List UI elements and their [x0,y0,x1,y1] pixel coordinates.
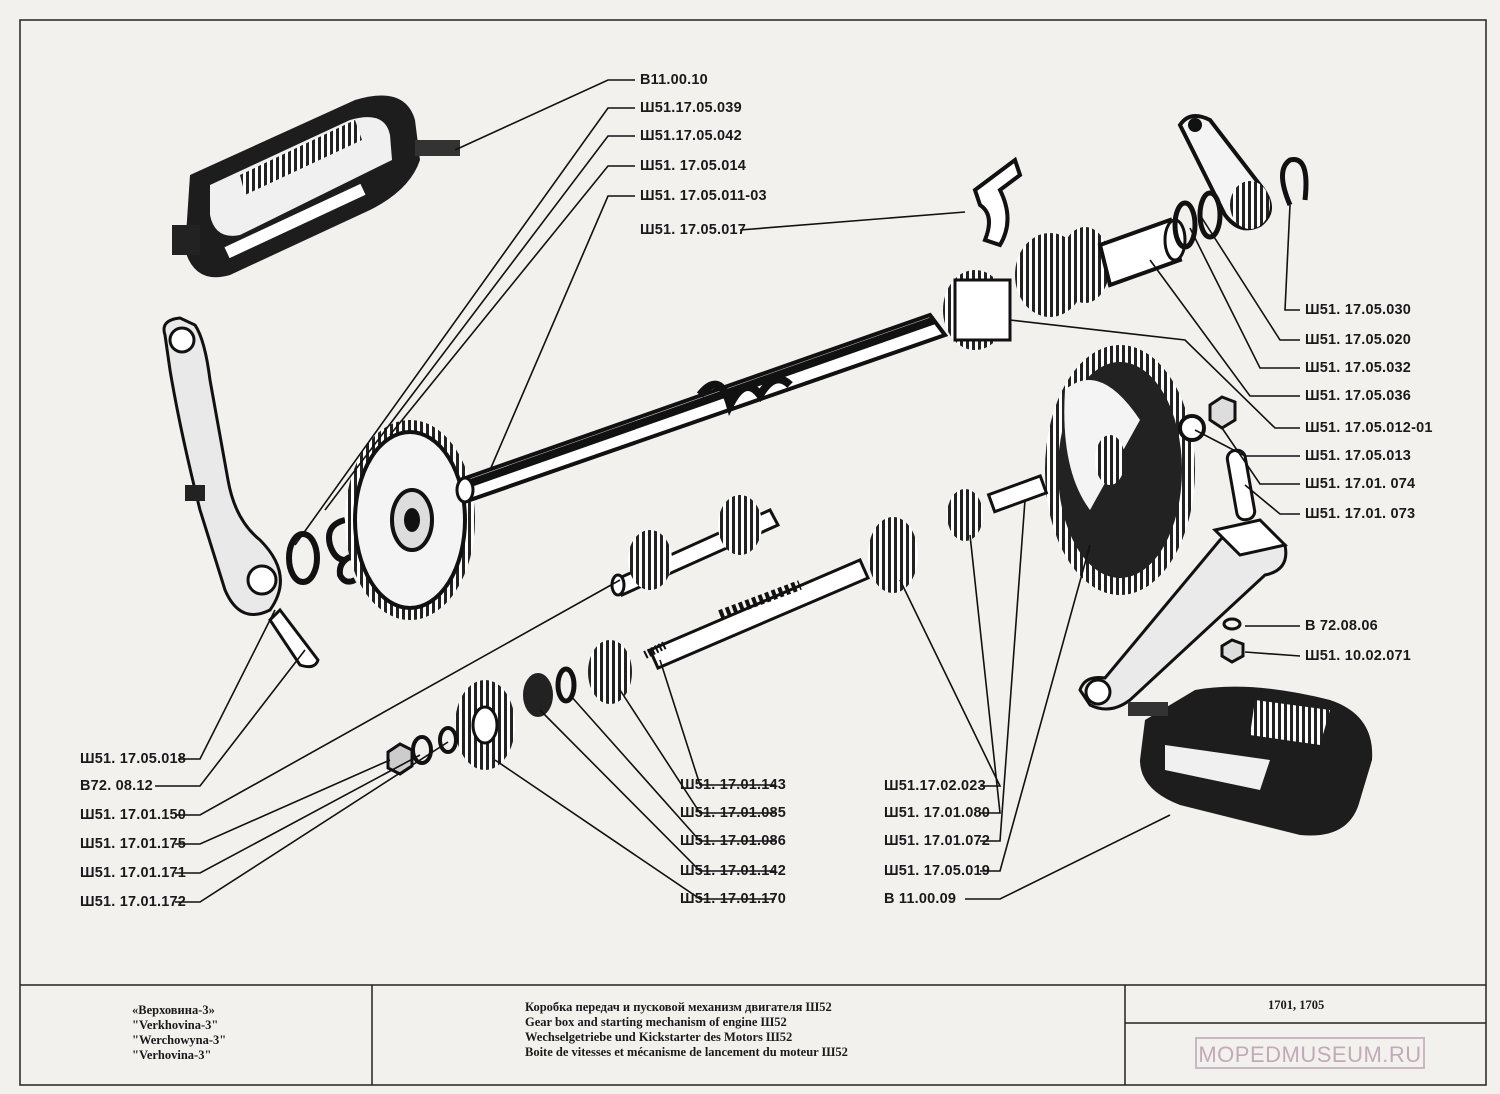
gears-lower-left [386,640,632,776]
callout-label: Ш51. 17.05.018 [80,751,187,767]
callout-label: Ш51. 17.01.170 [680,891,787,907]
callout-label: Ш51. 17.05.011-03 [640,188,767,204]
callout-label: Ш51. 17.01. 074 [1305,476,1416,492]
callout-label: Ш51. 17.01.150 [80,807,187,823]
kick-shaft [455,312,949,504]
callout-label: B11.00.10 [640,72,708,88]
kick-crank-left [162,316,320,669]
pedal-right [1128,686,1373,836]
gear-shaft-upper [610,495,781,597]
model-name: "Werchowyna-3" [132,1033,227,1047]
callout-label: Ш51. 17.05.030 [1305,302,1412,318]
callout-label: Ш51. 17.01.142 [680,863,787,879]
callout-label: В 72.08.06 [1305,618,1378,634]
leader-lines [155,79,1301,903]
callout-label: Ш51. 17.05.013 [1305,448,1412,464]
callout-label: В 11.00.09 [884,891,957,907]
callout-label: Ш51. 17.05.014 [640,158,747,174]
callout-label: Ш51. 10.02.071 [1305,648,1412,664]
callout-label: Ш51. 17.01.171 [80,865,187,881]
washers-left [286,517,357,585]
callout-label: Ш51.17.05.042 [640,128,742,144]
callout-label: Ш51. 17.05.032 [1305,360,1412,376]
callout-label: Ш51. 17.01.143 [680,777,787,793]
sheet-title: Коробка передач и пусковой механизм двиг… [525,1000,832,1014]
callout-label: Ш51. 17.01. 073 [1305,506,1416,522]
callout-label: Ш51. 17.05.012-01 [1305,420,1433,436]
callout-label: Ш51. 17.05.020 [1305,332,1412,348]
main-shaft-lower [643,558,870,670]
callout-label: В72. 08.12 [80,778,153,794]
callout-label: Ш51. 17.01.172 [80,894,187,910]
sheet-number: 1701, 1705 [1268,998,1325,1012]
sheet-title: Wechselgetriebe und Kickstarter des Moto… [525,1030,793,1044]
callout-label: Ш51. 17.05.019 [884,863,991,879]
kick-crank-right [1078,518,1288,711]
callout-label: Ш51. 17.05.017 [640,222,747,238]
drawing-frame [19,19,1487,1086]
callout-label: Ш51. 17.01.072 [884,833,991,849]
pedal-left [172,95,460,278]
callout-label: Ш51. 17.01.086 [680,833,787,849]
watermark-logo: MOPEDMUSEUM.RU [1195,1037,1425,1069]
spring-lever [1172,114,1309,250]
callout-label: Ш51.17.05.039 [640,100,742,116]
sheet-title: Gear box and starting mechanism of engin… [525,1015,787,1029]
model-name: "Verkhovina-3" [132,1018,219,1032]
gears-mid [868,474,1049,593]
callout-label: Ш51. 17.01.085 [680,805,787,821]
callout-label: Ш51. 17.01.080 [884,805,991,821]
callout-label: Ш51.17.02.023 [884,778,986,794]
model-name: «Верховина-3» [132,1003,215,1017]
callout-label: Ш51. 17.01.175 [80,836,187,852]
driven-gear [1045,345,1195,595]
callout-label: Ш51. 17.05.036 [1305,388,1412,404]
small-hardware-right [1178,395,1257,664]
sheet-title: Boite de vitesses et mécanisme de lancem… [525,1045,848,1059]
model-name: "Verhovina-3" [132,1048,212,1062]
ratchet-assembly [943,156,1187,350]
kick-gear [345,420,475,620]
